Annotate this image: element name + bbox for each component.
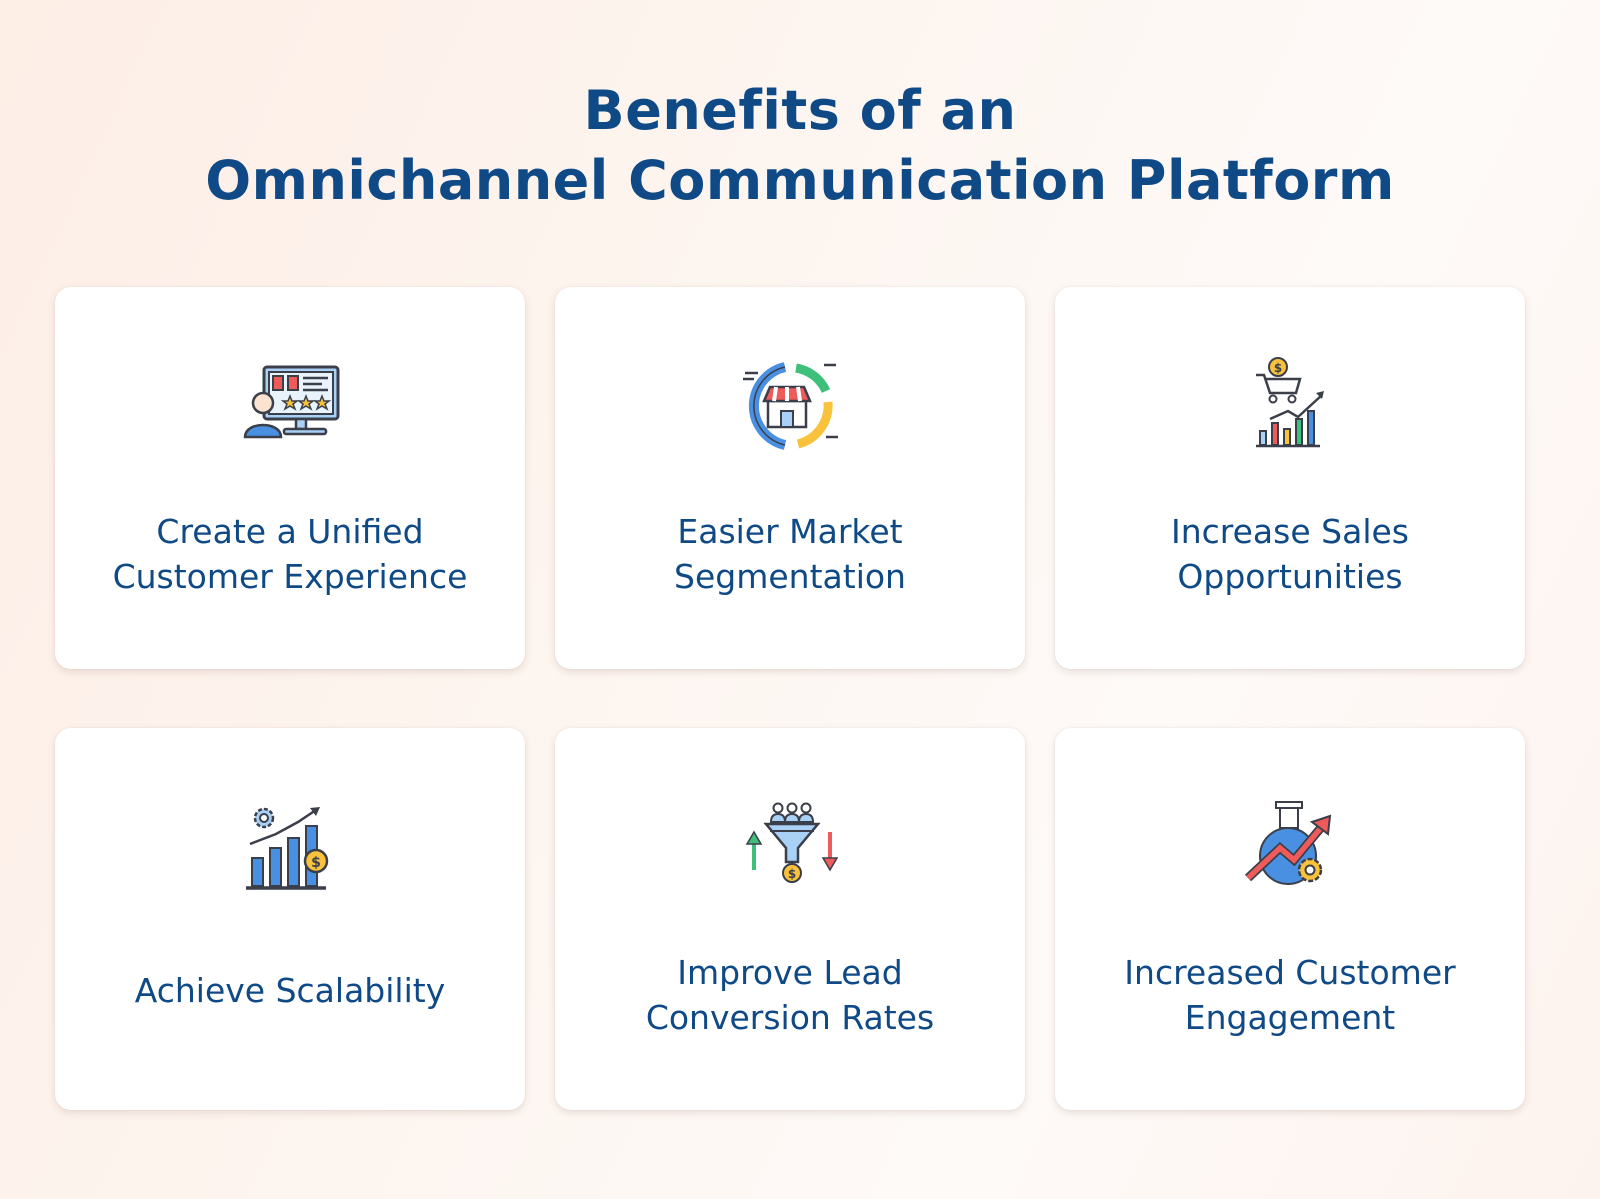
benefit-label-line: Conversion Rates bbox=[645, 998, 935, 1037]
shopping-cart-growth-chart-icon: $ bbox=[1240, 357, 1340, 457]
engagement-growth-icon bbox=[1240, 798, 1340, 898]
store-segmentation-icon bbox=[740, 357, 840, 457]
svg-text:$: $ bbox=[1274, 361, 1282, 375]
benefit-card-scalability: $ Achieve Scalability bbox=[55, 728, 525, 1110]
svg-text:$: $ bbox=[788, 867, 796, 881]
page-title-line-2: Omnichannel Communication Platform bbox=[205, 149, 1395, 212]
benefit-label: Improve Lead Conversion Rates bbox=[571, 950, 1009, 1040]
conversion-funnel-icon: $ bbox=[740, 798, 840, 898]
benefit-label-line: Engagement bbox=[1184, 998, 1396, 1037]
benefit-label-line: Easier Market bbox=[677, 512, 903, 551]
benefit-label-line: Increase Sales bbox=[1171, 512, 1409, 551]
benefit-label: Increased Customer Engagement bbox=[1071, 950, 1509, 1040]
page-title: Benefits of an Omnichannel Communication… bbox=[0, 76, 1600, 216]
benefit-card-sales-opportunities: $ Increase Sales Opportunities bbox=[1055, 287, 1525, 669]
benefit-label: Create a Unified Customer Experience bbox=[71, 509, 509, 599]
benefit-label-line: Achieve Scalability bbox=[134, 971, 446, 1010]
benefit-label: Achieve Scalability bbox=[71, 968, 509, 1013]
benefit-label-line: Segmentation bbox=[674, 557, 906, 596]
customer-review-monitor-icon bbox=[240, 357, 340, 457]
benefit-card-market-segmentation: Easier Market Segmentation bbox=[555, 287, 1025, 669]
benefit-label: Increase Sales Opportunities bbox=[1071, 509, 1509, 599]
benefit-label-line: Create a Unified bbox=[156, 512, 424, 551]
benefit-card-unified-experience: Create a Unified Customer Experience bbox=[55, 287, 525, 669]
benefit-label-line: Improve Lead bbox=[677, 953, 903, 992]
page-title-line-1: Benefits of an bbox=[583, 79, 1017, 142]
svg-text:$: $ bbox=[311, 855, 321, 871]
benefit-card-customer-engagement: Increased Customer Engagement bbox=[1055, 728, 1525, 1110]
benefit-label-line: Increased Customer bbox=[1124, 953, 1456, 992]
benefit-label-line: Customer Experience bbox=[112, 557, 468, 596]
benefit-label: Easier Market Segmentation bbox=[571, 509, 1009, 599]
scalability-chart-icon: $ bbox=[240, 798, 340, 898]
benefit-label-line: Opportunities bbox=[1177, 557, 1403, 596]
benefit-card-lead-conversion: $ Improve Lead Conversion Rates bbox=[555, 728, 1025, 1110]
